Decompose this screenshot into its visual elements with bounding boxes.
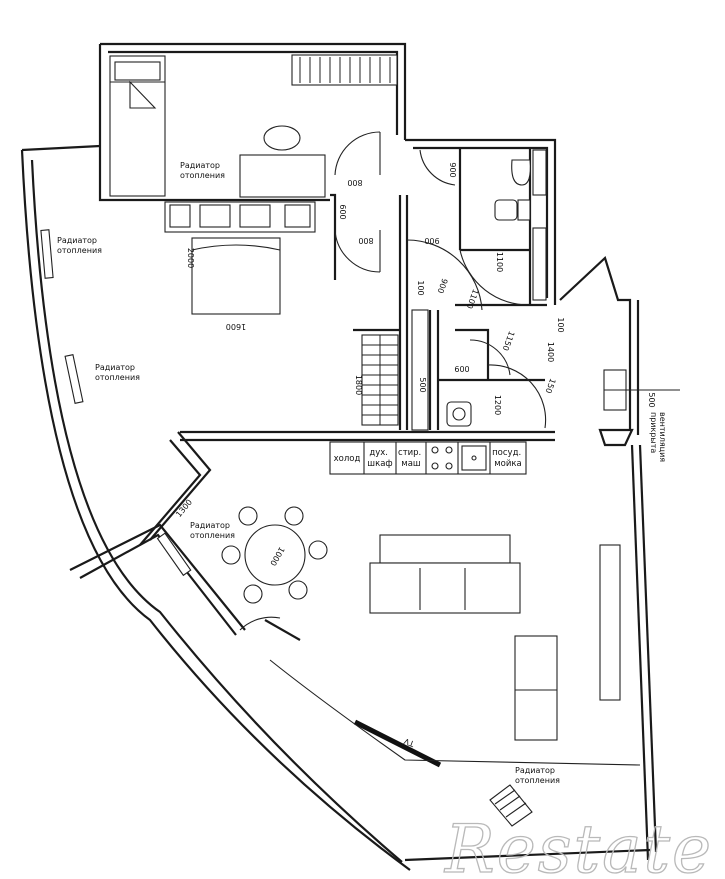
closet-wc: 1800 500 600 1200 [354, 309, 547, 431]
tv-cabinet [599, 544, 621, 701]
bedroom-top: Радиатор отопления [109, 54, 398, 198]
watermark-logo: Restate [444, 811, 713, 879]
radiator-label-bottom-right: Радиатор отопления [515, 766, 560, 785]
dim-900-bath: 900 [448, 162, 457, 177]
pillow [114, 61, 161, 81]
dim-1100-corridor: 1100 [495, 252, 504, 272]
radiator-left-1 [40, 229, 54, 279]
dim-800-top: 800 [347, 178, 362, 187]
dim-100-vert: 100 [416, 280, 425, 295]
bath-cabinet [532, 227, 547, 301]
dim-1200-wc: 1200 [493, 395, 502, 415]
bath-shelf [532, 149, 547, 196]
bedroom-left: 2000 1600 Радиатор отопления Радиатор от… [40, 201, 316, 404]
dim-900-diag: 900 [436, 277, 450, 294]
dim-600-wc: 600 [454, 365, 469, 374]
bottom-details: TV Радиатор отопления [269, 659, 641, 827]
tv-wall-unit [353, 719, 442, 768]
dishwasher-label: посуд. мойка [492, 448, 524, 469]
sofa [369, 562, 521, 614]
nightstand-2 [199, 204, 231, 228]
kitchen-counter [329, 441, 527, 475]
radiator-left-2 [64, 354, 84, 404]
wc-toilet [446, 401, 472, 427]
dim-1100-diag: 1100 [465, 288, 480, 310]
dining-area: 1000 Радиатор отопления 1300 [156, 498, 328, 631]
kitchen-sink [461, 445, 487, 471]
toilet [494, 199, 518, 221]
bedroom-doors: 800 600 800 [334, 131, 381, 273]
bathroom-top: 900 [419, 149, 547, 306]
dim-600-mid: 600 [338, 204, 347, 219]
ventilation-label: вентиляция прикрыта [649, 412, 667, 465]
cooktop [431, 446, 453, 470]
dim-2000: 2000 [186, 248, 195, 268]
nightstand-3 [239, 204, 271, 228]
dim-150: 150 [544, 377, 558, 394]
desk [239, 154, 326, 198]
radiator-label-dining: Радиатор отопления [190, 521, 235, 540]
outer-walls [20, 42, 658, 871]
ventilation: 500 вентиляция прикрыта [603, 369, 680, 465]
fridge-label: холод [334, 454, 361, 464]
chair [263, 125, 301, 151]
radiator-dining [156, 532, 192, 577]
living-area [369, 534, 621, 741]
oven-label: дух. шкаф [367, 448, 392, 469]
dim-1800: 1800 [354, 375, 363, 395]
dim-500-vent: 500 [647, 392, 656, 407]
tv-label: TV [402, 736, 416, 749]
kitchen-row: холод дух. шкаф стир. маш посуд. мойка [329, 441, 527, 475]
nightstand-1 [169, 204, 191, 228]
sofa-back [379, 534, 511, 564]
wardrobe-hatch [299, 57, 391, 83]
radiator-bottom-right [489, 784, 533, 827]
dim-500-closet: 500 [418, 377, 427, 392]
nightstand-4 [284, 204, 311, 228]
dim-800-low: 800 [358, 236, 373, 245]
radiator-label-left-1: Радиатор отопления [57, 236, 102, 255]
dim-1150: 1150 [501, 330, 516, 352]
dining-chair-5 [243, 584, 263, 604]
dining-chair-3 [308, 540, 328, 560]
dining-chair-4 [288, 580, 308, 600]
dim-900-corridor: 900 [424, 236, 439, 245]
interior-walls [69, 148, 555, 641]
radiator-label-bedroom: Радиатор отопления [180, 161, 225, 180]
dim-1600: 1600 [226, 322, 246, 331]
radiator-label-left-2: Радиатор отопления [95, 363, 140, 382]
dining-chair-6 [221, 545, 241, 565]
dining-chair-2 [284, 506, 304, 526]
double-bed [191, 237, 281, 315]
wardrobe-shelf [291, 54, 398, 86]
wc-cabinet [411, 309, 429, 431]
armchair-sofa [514, 635, 558, 741]
washer-label: стир. маш [398, 448, 424, 469]
dining-chair-1 [238, 506, 258, 526]
sink [511, 159, 531, 186]
dim-1400: 1400 [546, 342, 555, 362]
toilet-tank [517, 199, 531, 221]
dining-table [244, 524, 306, 586]
blanket-fold [129, 80, 157, 109]
closet-hatch [362, 335, 398, 425]
dim-100-right: 100 [556, 317, 565, 332]
